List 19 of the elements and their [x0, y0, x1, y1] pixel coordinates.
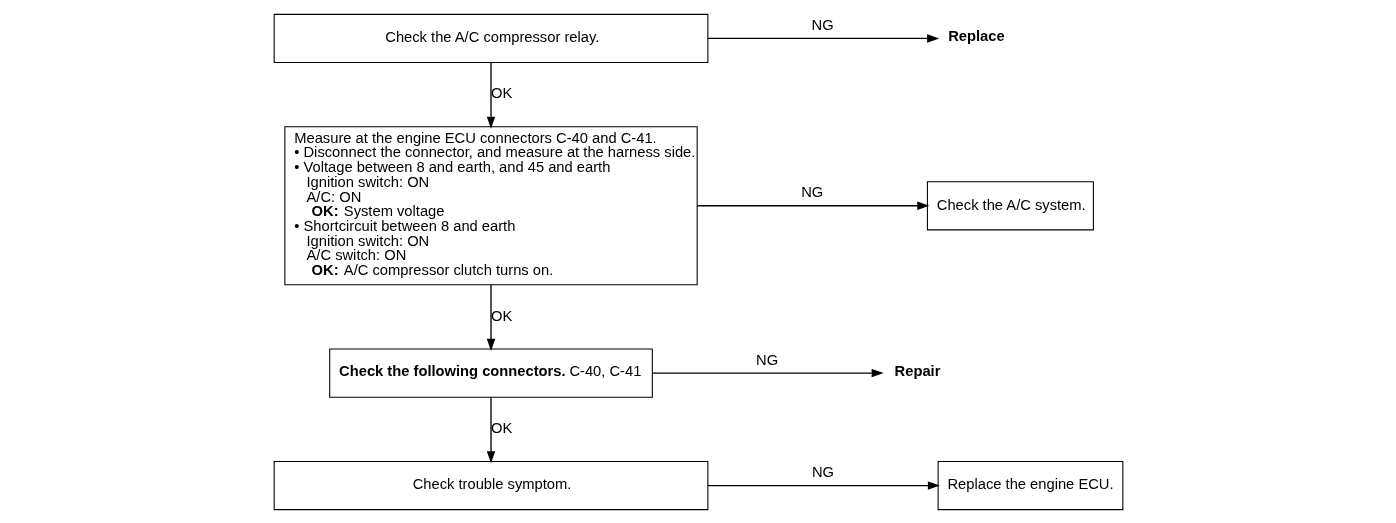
- arrow: [706, 480, 940, 490]
- node-box: Measure at the engine ECU connectors C-40 and C-41. • Disconnect the connector, and measure at the harness side. • Voltage between 8 and earth, and 45 and earth Ignition switch: ON A/C: ON OK: System voltage • Shortcircuit between 8 and earth Ignition switch: ON A/C switch: ON OK: A/C compressor clutch turns on.: [283, 125, 698, 285]
- node-box: Check the following connectors. C-40, C-41: [328, 347, 653, 398]
- edge-label: NG: [811, 16, 834, 33]
- edge-label: NG: [755, 351, 778, 368]
- edge-label: NG: [800, 183, 823, 200]
- node-text: Repair: [894, 362, 940, 379]
- arrow: [486, 61, 495, 129]
- arrow: [651, 368, 884, 377]
- node-box: Check trouble symptom.: [273, 460, 708, 510]
- arrow: [696, 201, 929, 210]
- node-box: Replace the engine ECU.: [937, 460, 1123, 510]
- edge-label: NG: [811, 463, 834, 480]
- arrow: [486, 283, 495, 351]
- arrow: [486, 396, 495, 463]
- arrow: [706, 33, 939, 43]
- node-text: Replace: [947, 27, 1005, 44]
- node-box: Check the A/C system.: [926, 180, 1094, 230]
- node-box: Check the A/C compressor relay.: [273, 13, 708, 63]
